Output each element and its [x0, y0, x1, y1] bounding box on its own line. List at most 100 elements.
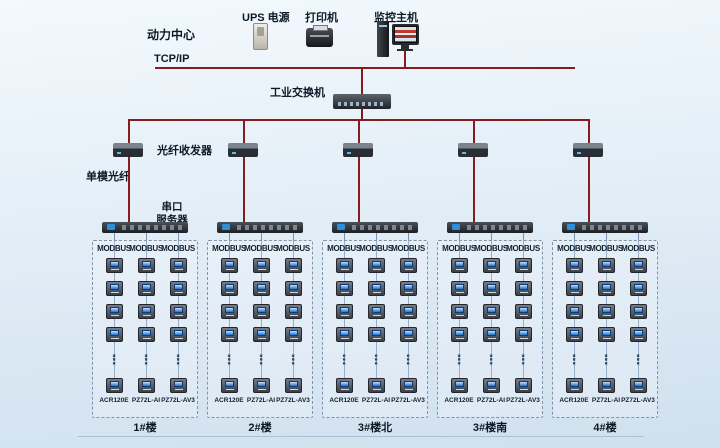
ellipsis: ⋮: [254, 352, 268, 367]
meter-screen: [224, 381, 234, 387]
building-branch: MODBUS MODBUS MODBUS ⋮ ⋮ ⋮ ACR120E PZ72L…: [552, 120, 660, 435]
power-meter-icon: [482, 327, 500, 342]
meter-model-label: PZ72L-AV3: [506, 397, 540, 404]
meter-screen: [109, 284, 119, 290]
power-meter-icon: [367, 281, 385, 296]
meter-screen: [403, 284, 413, 290]
meter-model-label: PZ72L-AV3: [276, 397, 310, 404]
ellipsis: ⋮: [107, 352, 121, 367]
power-meter-icon: [565, 327, 583, 342]
meter-screen: [109, 330, 119, 336]
power-meter-icon: [565, 281, 583, 296]
meter-screen: [454, 381, 464, 387]
meter-column: ⋮: [244, 258, 278, 393]
power-meter-icon: [105, 258, 123, 273]
meter-screen: [141, 261, 151, 267]
meter-screen: [569, 381, 579, 387]
power-meter-icon: [169, 304, 187, 319]
meter-screen: [601, 330, 611, 336]
building-label: 1#楼: [133, 422, 157, 434]
meter-column: ⋮: [557, 258, 591, 393]
meter-column: ⋮: [589, 258, 623, 393]
power-meter-icon: [252, 258, 270, 273]
meter-screen: [454, 330, 464, 336]
dist-to-transceiver-line: [358, 120, 360, 143]
host-tower-icon: [377, 21, 389, 57]
power-meter-icon: [399, 327, 417, 342]
building-label: 3#楼北: [357, 422, 393, 434]
meter-column: ⋮: [327, 258, 361, 393]
meter-screen: [569, 330, 579, 336]
dist-to-transceiver-line: [473, 120, 475, 143]
modbus-label: MODBUS: [276, 244, 310, 253]
power-meter-icon: [482, 258, 500, 273]
power-meter-icon: [169, 378, 187, 393]
power-meter-icon: [367, 304, 385, 319]
meter-screen: [633, 261, 643, 267]
power-meter-icon: [629, 281, 647, 296]
meter-model-label: PZ72L-AV3: [391, 397, 425, 404]
meter-screen: [224, 261, 234, 267]
meter-column: ⋮: [161, 258, 195, 393]
meter-screen: [518, 261, 528, 267]
power-meter-icon: [482, 281, 500, 296]
modbus-label: MODBUS: [327, 244, 361, 253]
power-meter-icon: [597, 258, 615, 273]
power-meter-icon: [137, 258, 155, 273]
power-meter-icon: [220, 378, 238, 393]
bus-to-switch-line: [361, 69, 363, 94]
power-meter-icon: [367, 258, 385, 273]
power-meter-icon: [105, 304, 123, 319]
host-screen: [395, 27, 416, 42]
meter-screen: [371, 284, 381, 290]
ellipsis: ⋮: [139, 352, 153, 367]
meter-screen: [518, 381, 528, 387]
fiber-link-line: [243, 157, 245, 222]
power-meter-icon: [335, 258, 353, 273]
power-meter-icon: [514, 378, 532, 393]
dist-to-transceiver-line: [128, 120, 130, 143]
power-meter-icon: [252, 304, 270, 319]
meter-model-label: PZ72L-AI: [591, 397, 621, 404]
meter-screen: [518, 307, 528, 313]
power-meter-icon: [482, 304, 500, 319]
meter-screen: [371, 261, 381, 267]
tcpip-bus-line: [155, 67, 575, 69]
power-meter-icon: [597, 327, 615, 342]
meter-screen: [403, 307, 413, 313]
meter-screen: [339, 381, 349, 387]
meter-column: ⋮: [97, 258, 131, 393]
ellipsis: ⋮: [599, 352, 613, 367]
meter-model-label: PZ72L-AV3: [621, 397, 655, 404]
fiber-transceiver-icon: [458, 143, 488, 157]
host-to-bus-line: [404, 51, 406, 68]
serial-server-icon: [217, 222, 303, 233]
power-meter-icon: [335, 304, 353, 319]
meter-model-label: PZ72L-AI: [361, 397, 391, 404]
ups-label: UPS 电源: [242, 12, 290, 24]
monitor-base: [397, 49, 413, 51]
building-branch: MODBUS MODBUS MODBUS ⋮ ⋮ ⋮ ACR120E PZ72L…: [437, 120, 545, 435]
power-meter-icon: [284, 281, 302, 296]
modbus-label: MODBUS: [442, 244, 476, 253]
meter-screen: [486, 330, 496, 336]
meter-screen: [141, 284, 151, 290]
meter-screen: [403, 330, 413, 336]
power-meter-icon: [450, 327, 468, 342]
meter-screen: [518, 330, 528, 336]
host-monitor-icon: [392, 24, 419, 45]
fiber-link-line: [473, 157, 475, 222]
meter-model-label: PZ72L-AI: [476, 397, 506, 404]
switch-label: 工业交换机: [270, 87, 325, 99]
power-meter-icon: [514, 327, 532, 342]
power-meter-icon: [220, 304, 238, 319]
ellipsis: ⋮: [369, 352, 383, 367]
power-meter-icon: [597, 281, 615, 296]
modbus-label: MODBUS: [97, 244, 131, 253]
ellipsis: ⋮: [222, 352, 236, 367]
power-meter-icon: [335, 327, 353, 342]
power-meter-icon: [220, 281, 238, 296]
meter-screen: [454, 307, 464, 313]
power-center-label: 动力中心: [147, 28, 196, 42]
